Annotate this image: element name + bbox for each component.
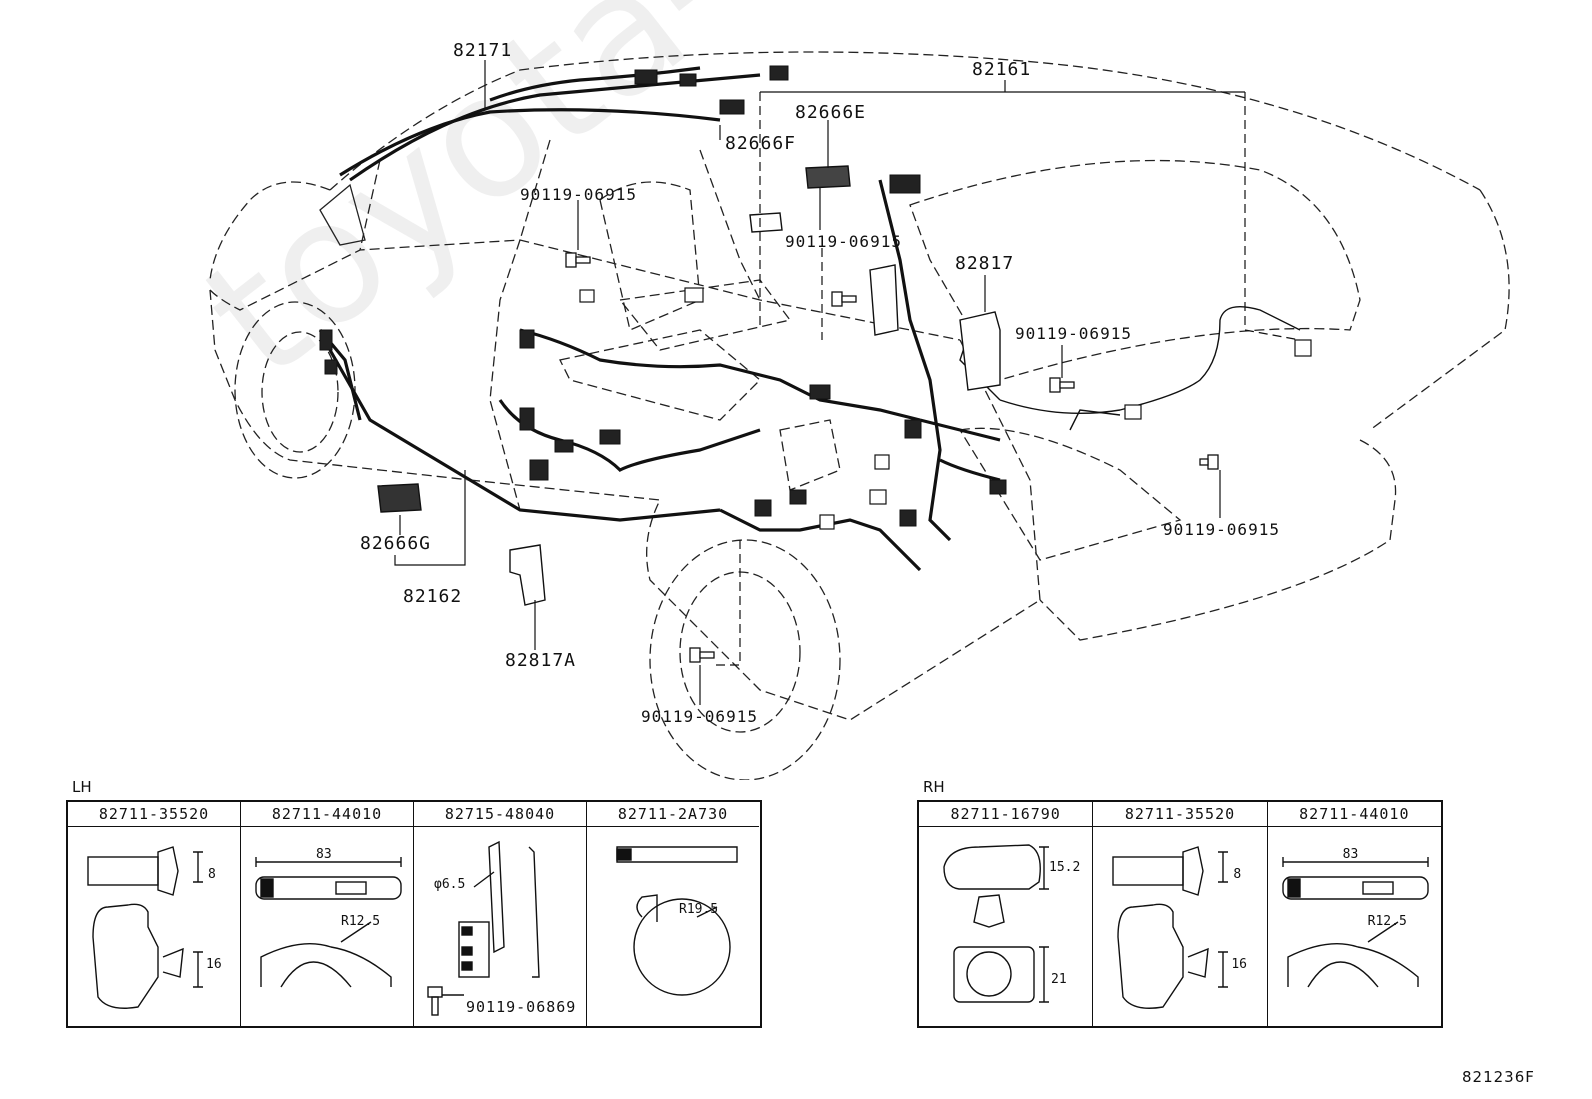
callout-bolt-1: 90119-06915 [520,185,637,204]
callout-82666G: 82666G [360,533,432,554]
part-number: 82711-16790 [919,802,1093,827]
vehicle-wiring-illustration [209,51,1510,780]
clamp-drawing [616,846,738,996]
dim-16: 16 [1231,957,1247,972]
callout-82817A: 82817A [505,650,577,671]
section-label-rh: RH [923,778,945,796]
callout-bolt-3: 90119-06915 [1015,324,1132,343]
dim-83: 83 [316,847,332,862]
callout-82666E: 82666E [795,102,867,123]
dim-15-2: 15.2 [1049,860,1081,875]
part-number: 82711-44010 [1267,802,1441,827]
part-number: 82711-2A730 [587,802,759,827]
clamp-drawing [943,844,1049,1003]
dim-21: 21 [1051,972,1067,987]
callout-bolt-5: 90119-06915 [641,707,758,726]
callout-82666F: 82666F [725,133,797,154]
part-number: 82711-44010 [241,802,413,827]
dim-8: 8 [1233,867,1242,882]
clamp-drawing [427,840,540,1016]
dim-8: 8 [208,867,216,882]
clamp-drawing [1281,857,1429,988]
callout-82817: 82817 [955,253,1015,274]
figure-code: 821236F [1462,1068,1535,1086]
clamp-drawing [1112,846,1229,1009]
rh-col-1: 82711-16790 15.2 21 [919,802,1094,1026]
dim-83: 83 [1342,847,1359,862]
lh-col-1: 82711-35520 8 16 [68,802,241,1026]
clamp-drawing [255,857,402,988]
section-label-lh: LH [72,778,92,796]
callout-82162: 82162 [403,586,463,607]
dim-r12-5: R12.5 [341,914,381,929]
dim-phi-6-5: φ6.5 [434,877,466,892]
dim-r19-5: R19.5 [679,902,719,917]
lh-col-3: 82715-48040 φ6.5 90119-06869 [414,802,587,1026]
part-number: 82711-35520 [68,802,240,827]
callout-82161: 82161 [972,59,1032,80]
rh-col-2: 82711-35520 8 16 [1093,802,1268,1026]
part-number: 82715-48040 [414,802,586,827]
dim-16: 16 [206,957,222,972]
lh-clamp-table: 82711-35520 8 16 82711-44010 [66,800,762,1028]
part-number: 82711-35520 [1093,802,1267,827]
clamp-drawing [87,846,203,1009]
bolt-90119-06869: 90119-06869 [466,998,577,1016]
lh-col-4: 82711-2A730 R19.5 [587,802,759,1026]
callout-bolt-4: 90119-06915 [1163,520,1280,539]
lh-col-2: 82711-44010 83 R12.5 [241,802,414,1026]
callout-82171: 82171 [453,40,513,61]
callout-bolt-2: 90119-06915 [785,232,902,251]
rh-clamp-table: 82711-16790 15.2 21 82711-35520 [917,800,1443,1028]
dim-r12-5: R12.5 [1367,914,1407,929]
rh-col-3: 82711-44010 83 R12.5 [1267,802,1441,1026]
